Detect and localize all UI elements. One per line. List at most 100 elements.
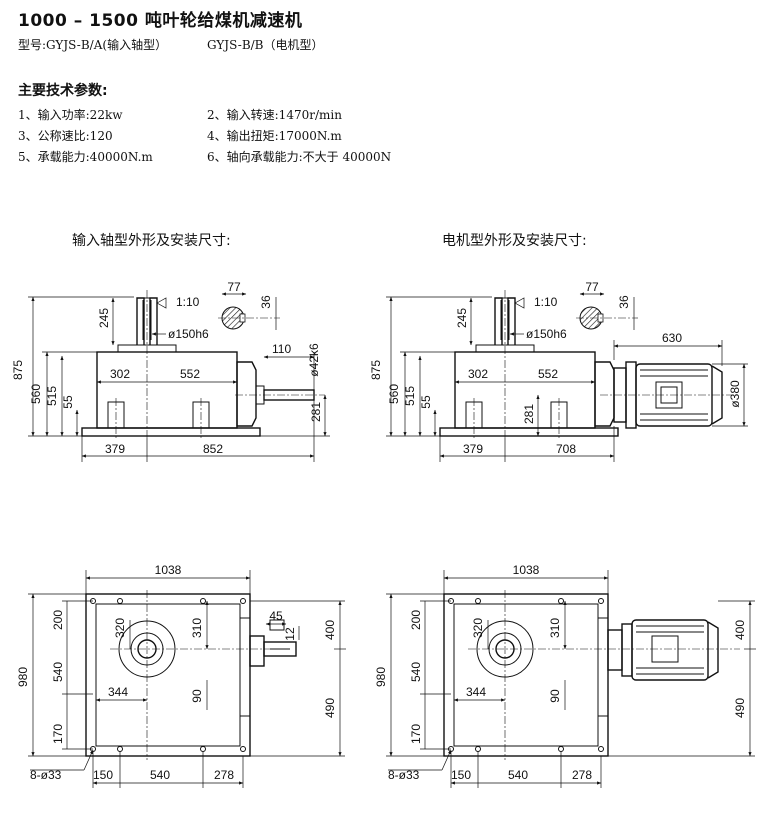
gear-housing [96,351,238,429]
dim-150: 150 [451,768,471,782]
dim-1038: 1038 [155,563,182,577]
dim-278: 278 [572,768,592,782]
dim-170: 170 [409,724,423,744]
dim-12: 12 [283,627,297,641]
input-housing [249,635,265,667]
spec-item: 6、轴向承载能力:不大于 40000N [207,150,392,164]
motor-flange [607,629,623,671]
leader [441,749,452,771]
dim-320: 320 [471,618,485,638]
model-motor: GYJS-B/B（电机型） [207,38,324,52]
dim-379: 379 [463,442,483,456]
section-title-shaft: 输入轴型外形及安装尺寸: [72,233,231,249]
bolt-hole [475,598,481,604]
dim-540: 540 [150,768,170,782]
dim-55: 55 [61,395,75,409]
base-plate [81,427,261,437]
base-plate-outline [443,593,609,757]
dim-560: 560 [387,384,401,404]
output-shaft [494,297,516,345]
bolt-hole [117,746,123,752]
dim-540: 540 [409,662,423,682]
dim-515: 515 [403,386,417,406]
dim-490: 490 [323,698,337,718]
dim-515: 515 [45,386,59,406]
bolt-hole [598,598,604,604]
side-cover [597,617,609,717]
dim-d42: ø42k6 [307,343,321,377]
dim-310: 310 [548,618,562,638]
dim-36: 36 [617,295,631,309]
fan-cover [707,621,719,679]
dim-708: 708 [556,442,576,456]
dim-875: 875 [11,360,25,380]
dim-245: 245 [97,308,111,328]
dim-310: 310 [190,618,204,638]
dim-200: 200 [51,610,65,630]
dim-holes: 8-ø33 [388,768,420,782]
dim-630: 630 [662,331,682,345]
spec-heading: 主要技术参数: [18,83,108,99]
page-title: 1000 – 1500 吨叶轮给煤机减速机 [18,11,303,31]
dim-490: 490 [733,698,747,718]
dim-taper: 1:10 [176,295,200,309]
base-plate [439,427,619,437]
dim-45: 45 [269,609,283,623]
input-cover [594,361,615,427]
dim-170: 170 [51,724,65,744]
base-plate-outline [85,593,251,757]
dim-540: 540 [51,662,65,682]
terminal-box [651,635,679,663]
dim-400: 400 [323,620,337,640]
dim-379: 379 [105,442,125,456]
bolt-hole [475,746,481,752]
dim-540: 540 [508,768,528,782]
dim-d150: ø150h6 [526,327,567,341]
spec-item: 2、输入转速:1470r/min [207,108,342,122]
dim-344: 344 [466,685,486,699]
dim-302: 302 [468,367,488,381]
motor-adapter [621,623,633,677]
dim-344: 344 [108,685,128,699]
dim-980: 980 [16,667,30,687]
dim-d380: ø380 [728,380,742,408]
spec-item: 5、承载能力:40000N.m [18,150,153,164]
dim-110: 110 [272,342,291,356]
bolt-hole [558,746,564,752]
motor-fins [640,369,708,421]
input-cover [236,361,257,427]
spec-item: 3、公称速比:120 [18,129,113,143]
bolt-hole [240,598,246,604]
input-shaft [263,641,297,657]
dim-90: 90 [548,689,562,703]
dim-302: 302 [110,367,130,381]
dim-281: 281 [309,402,323,422]
dim-90: 90 [190,689,204,703]
bolt-hole [240,746,246,752]
plan-shaft-view: 1038 980 200 540 170 320 310 344 90 45 1… [16,563,346,788]
dim-400: 400 [733,620,747,640]
elevation-shaft-view: 875 560 515 55 245 1:10 ø150h6 77 36 110… [11,280,330,462]
output-shaft [136,297,158,345]
dim-980: 980 [374,667,388,687]
dim-552: 552 [180,367,200,381]
dim-55: 55 [419,395,433,409]
dim-150: 150 [93,768,113,782]
dim-852: 852 [203,442,223,456]
dim-281: 281 [522,404,536,424]
dim-560: 560 [29,384,43,404]
section-title-motor: 电机型外形及安装尺寸: [442,233,587,249]
dim-552: 552 [538,367,558,381]
model-shaft: 型号:GYJS-B/A(输入轴型） [18,38,168,52]
dim-77: 77 [227,280,241,294]
bolt-hole [200,598,206,604]
motor-body [631,619,709,681]
dim-77: 77 [585,280,599,294]
taper-symbol [514,297,525,309]
elevation-motor-view: 875 560 515 55 245 1:10 ø150h6 77 36 630… [369,280,748,462]
dim-taper: 1:10 [534,295,558,309]
dim-320: 320 [113,618,127,638]
dim-36: 36 [259,295,273,309]
taper-symbol [156,297,167,309]
